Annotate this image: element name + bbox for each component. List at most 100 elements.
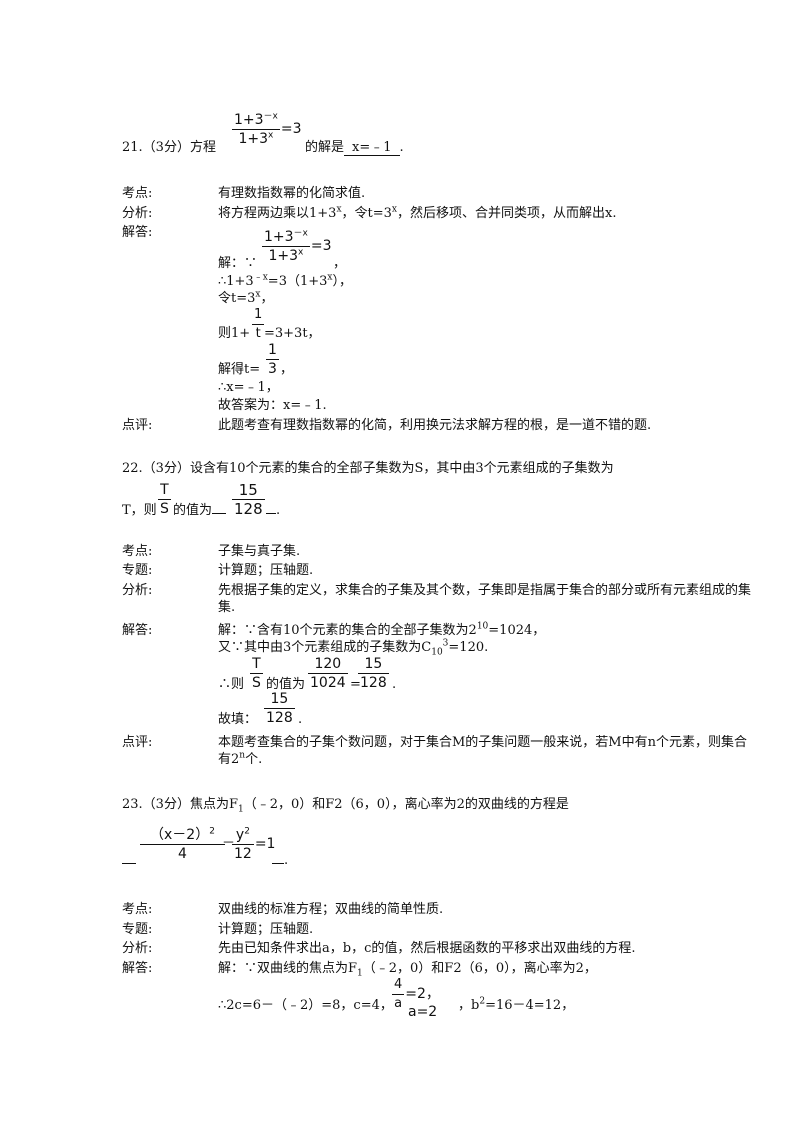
q21-s1-rhs: =3 bbox=[310, 238, 332, 254]
q21-s1-num-text: 1+3 bbox=[264, 229, 294, 245]
q22-j3-eq: = bbox=[350, 677, 361, 692]
q23-zhuanti: 计算题；压轴题. bbox=[218, 922, 314, 937]
q21-s3-text: 令t=3 bbox=[218, 291, 256, 306]
q22-j2-sup: 3 bbox=[442, 638, 449, 649]
q23-stem-end: . bbox=[272, 853, 288, 869]
q22-jieda-label: 解答: bbox=[122, 623, 153, 638]
q21-end: . bbox=[399, 140, 404, 155]
q21-eq-num-text: 1+3 bbox=[234, 112, 264, 128]
q21-s1-numerator: 1+3－x bbox=[262, 228, 310, 247]
q21-s3: 令t=3x， bbox=[218, 290, 274, 307]
q23-end: . bbox=[284, 853, 289, 868]
q21-s2: ∴1+3﹣x=3（1+3x）， bbox=[218, 272, 352, 290]
q22-answer-fraction: 15 128 bbox=[232, 481, 265, 518]
q21-equation-fraction: 1+3－x 1+3x =3 bbox=[232, 111, 302, 148]
q22-stem-fraction: T S bbox=[158, 481, 171, 518]
q23-kaodian: 双曲线的标准方程；双曲线的简单性质. bbox=[218, 902, 444, 917]
q21-s5-pre: 解得t= bbox=[218, 362, 261, 377]
q23-j2-pre: ∴2c=6－（﹣2）=8，c=4， bbox=[218, 998, 393, 1013]
q23-j1-sub: 1 bbox=[357, 968, 363, 979]
q22-j1-sup: 10 bbox=[476, 621, 489, 632]
q21-eq-rhs: =3 bbox=[280, 121, 302, 137]
q21-s5-den: 3 bbox=[268, 361, 277, 377]
q22-j3-f1-num: T bbox=[250, 655, 263, 674]
q21-s4-fraction: 1 t bbox=[252, 306, 265, 343]
q23-a-num-exp: 2 bbox=[209, 826, 215, 837]
q22-j3-f3-num: 15 bbox=[358, 655, 389, 674]
q21-s5-post: ， bbox=[280, 362, 294, 377]
q21-fenxi-b: ，令t=3 bbox=[341, 206, 392, 221]
q22-dianping-sup: n bbox=[239, 750, 246, 761]
q21-s4-den: t bbox=[255, 326, 261, 341]
q23-line1-b: （﹣2，0）和F2（6，0），离心率为2的双曲线的方程是 bbox=[243, 797, 569, 812]
q22-j3-f2-den: 1024 bbox=[310, 675, 346, 691]
q21-s2-b-sup: x bbox=[327, 272, 333, 283]
q22-j3-fraction1: T S bbox=[250, 655, 263, 692]
q23-b-den: 12 bbox=[234, 846, 252, 862]
q22-stem-f-den: S bbox=[160, 501, 169, 517]
q22-j1-text: 解：∵含有10个元素的集合的全部子集数为2 bbox=[218, 623, 477, 638]
q22-j4-num: 15 bbox=[264, 690, 295, 709]
q21-eq-den-exp: x bbox=[268, 130, 274, 141]
q21-s4-post: =3+3t， bbox=[264, 326, 321, 341]
q22-kaodian: 子集与真子集. bbox=[218, 544, 301, 559]
q22-answer-den: 128 bbox=[234, 500, 263, 518]
q22-j3-f3-den: 128 bbox=[360, 675, 387, 691]
q21-fenxi-label: 分析: bbox=[122, 206, 153, 221]
q23-fenxi-label: 分析: bbox=[122, 941, 153, 956]
q23-jieda-label: 解答: bbox=[122, 961, 153, 976]
q23-j2-post: ，b bbox=[458, 998, 480, 1013]
q23-fenxi: 先由已知条件求出a，b，c的值，然后根据函数的平移求出双曲线的方程. bbox=[218, 941, 636, 956]
q22-end: . bbox=[276, 503, 281, 518]
q22-j3-fraction2: 120 1024 bbox=[308, 655, 348, 692]
q23-a-den: 4 bbox=[178, 846, 187, 862]
q21-dianping-label: 点评: bbox=[122, 418, 153, 433]
q21-s6: ∴x=﹣1， bbox=[218, 380, 279, 395]
q23-line1-sub: 1 bbox=[237, 804, 244, 815]
q21-fenxi-b-sup: x bbox=[391, 204, 397, 215]
q21-dianping: 此题考查有理数指数幂的化简，利用换元法求解方程的根，是一道不错的题. bbox=[218, 418, 652, 433]
q22-answer-num: 15 bbox=[232, 481, 265, 500]
q23-j2-den: a bbox=[394, 996, 403, 1011]
q21-s3-end: ， bbox=[260, 291, 274, 306]
q21-kaodian: 有理数指数幂的化简求值. bbox=[218, 186, 366, 201]
q21-s5-num: 1 bbox=[266, 342, 279, 360]
q21-s2-b: =3（1+3 bbox=[267, 274, 328, 289]
q22-blank-right bbox=[266, 513, 276, 514]
q22-dianping-cont: 有2n个. bbox=[218, 750, 263, 768]
q22-j3-fraction3: 15 128 bbox=[358, 655, 389, 692]
q23-answer-fraction-a: （x－2）2 4 bbox=[140, 826, 225, 863]
q21-fenxi-a: 将方程两边乘以1+3 bbox=[218, 206, 337, 221]
q22-j2-text: 又∵其中由3个元素组成的子集数为C bbox=[218, 640, 432, 655]
q22-dianping-end: 个. bbox=[245, 752, 263, 767]
q22-j2-end: =120. bbox=[448, 640, 489, 655]
q23-line1-a: 23.（3分）焦点为F bbox=[122, 797, 238, 812]
q21-s2-a: ∴1+3 bbox=[218, 274, 254, 289]
q23-a-num: （x－2） bbox=[150, 827, 210, 843]
q23-kaodian-label: 考点: bbox=[122, 902, 153, 917]
q22-zhuanti: 计算题；压轴题. bbox=[218, 563, 314, 578]
q22-stem-mid: 的值为 bbox=[173, 503, 227, 519]
q21-prefix: 21.（3分）方程 bbox=[122, 140, 216, 155]
q23-j2-num: 4 bbox=[392, 976, 405, 995]
q22-mid: 的值为 bbox=[173, 503, 213, 518]
q22-stem-line1: 22.（3分）设含有10个元素的集合的全部子集数为S，其中由3个元素组成的子集数… bbox=[122, 461, 614, 476]
q21-s1-fraction: 1+3－x 1+3 x =3 bbox=[262, 228, 332, 265]
q22-j3-mid: 的值为 bbox=[266, 677, 306, 692]
q21-s1-pre: 解：∵ bbox=[218, 256, 258, 271]
q23-j1: 解：∵双曲线的焦点为F1（﹣2，0）和F2（6，0），离心率为2， bbox=[218, 961, 597, 979]
q22-dianping-label: 点评: bbox=[122, 735, 153, 750]
q23-j2-tail: ，b2=16－4=12， bbox=[458, 997, 574, 1014]
q22-j3-end: . bbox=[392, 677, 397, 692]
q21-eq-num-exp: －x bbox=[263, 111, 278, 122]
q22-j4-pre: 故填： bbox=[218, 712, 258, 727]
q23-b-num: y bbox=[235, 827, 245, 843]
q22-fenxi-cont: 集. bbox=[218, 600, 236, 615]
q23-a-numerator: （x－2）2 bbox=[140, 826, 225, 845]
q21-jieda-label: 解答: bbox=[122, 225, 153, 240]
q21-eq-denominator: 1+3x bbox=[232, 130, 280, 148]
q22-j2: 又∵其中由3个元素组成的子集数为C103=120. bbox=[218, 638, 489, 657]
q21-s1-den-exp: x bbox=[298, 247, 304, 258]
q21-eq-den-text: 1+3 bbox=[238, 131, 269, 147]
